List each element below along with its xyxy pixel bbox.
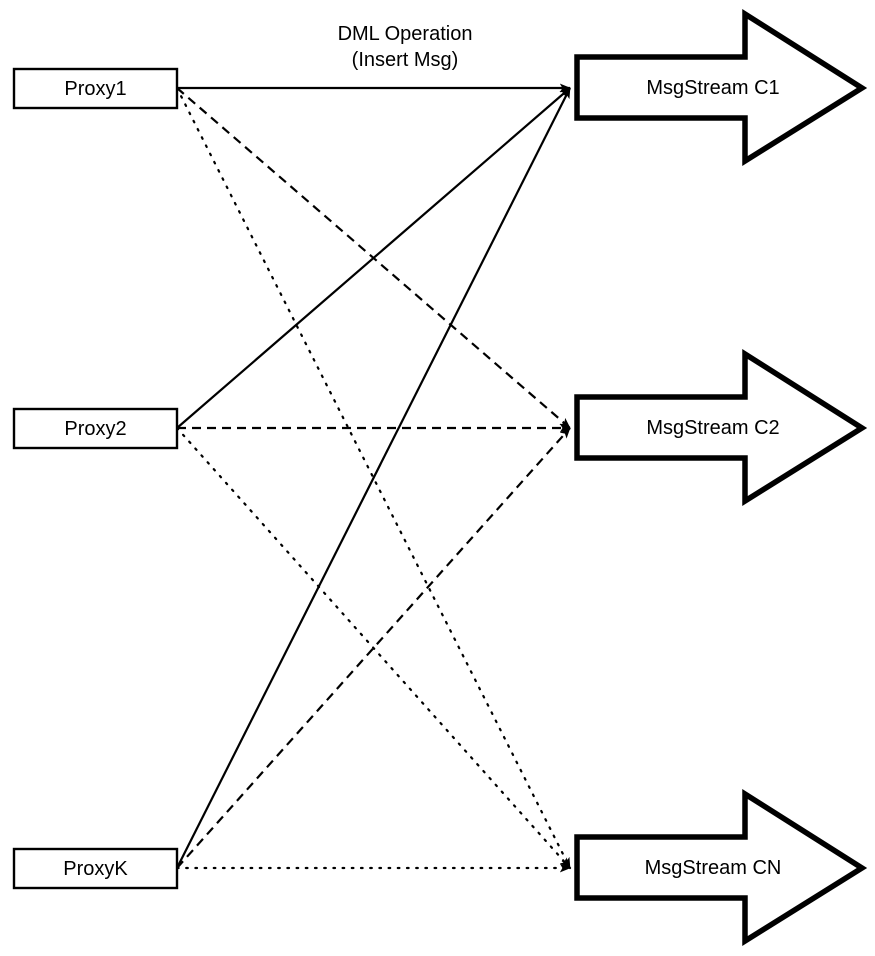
edge-line-dashed <box>176 427 571 869</box>
msgstream-c1[interactable]: MsgStream C1 <box>574 9 868 166</box>
proxy-node-proxy1[interactable]: Proxy1 <box>12 67 179 110</box>
edge-line-dotted <box>175 426 572 870</box>
msgstream-arrow-shape <box>574 9 868 166</box>
proxy-box <box>12 847 179 890</box>
msgstream-label: MsgStream C2 <box>646 417 779 439</box>
edge-line-solid <box>176 87 571 429</box>
proxy-box <box>12 67 179 110</box>
proxy-label: Proxy1 <box>64 78 126 100</box>
edge-line-solid <box>176 87 571 869</box>
edge-caption-group: DML Operation (Insert Msg) <box>338 23 473 71</box>
msgstream-arrow-shape <box>574 349 868 506</box>
edge-proxyk-c1 <box>176 87 571 869</box>
proxy-box <box>12 407 179 450</box>
msgstream-cn[interactable]: MsgStream CN <box>574 789 868 946</box>
proxy-node-proxy2[interactable]: Proxy2 <box>12 407 179 450</box>
proxy-label: ProxyK <box>63 858 128 880</box>
proxy-node-proxyk[interactable]: ProxyK <box>12 847 179 890</box>
msgstream-label: MsgStream C1 <box>646 77 779 99</box>
msgstream-c2[interactable]: MsgStream C2 <box>574 349 868 506</box>
edge-proxy2-c1 <box>176 87 571 429</box>
edge-proxyk-c2 <box>176 427 571 869</box>
msgstream-arrow-shape <box>574 789 868 946</box>
msgstream-label: MsgStream CN <box>645 857 782 879</box>
streams-layer: MsgStream C1 MsgStream C2 MsgStream CN <box>574 9 868 946</box>
edge-proxy2-cn <box>175 426 572 870</box>
proxy-label: Proxy2 <box>64 418 126 440</box>
edge-caption-line-1: DML Operation <box>338 23 473 45</box>
edge-caption-line-2: (Insert Msg) <box>352 49 459 71</box>
edges-layer <box>175 83 572 873</box>
edge-proxy1-cn <box>175 86 572 870</box>
edge-line-dotted <box>175 86 572 870</box>
